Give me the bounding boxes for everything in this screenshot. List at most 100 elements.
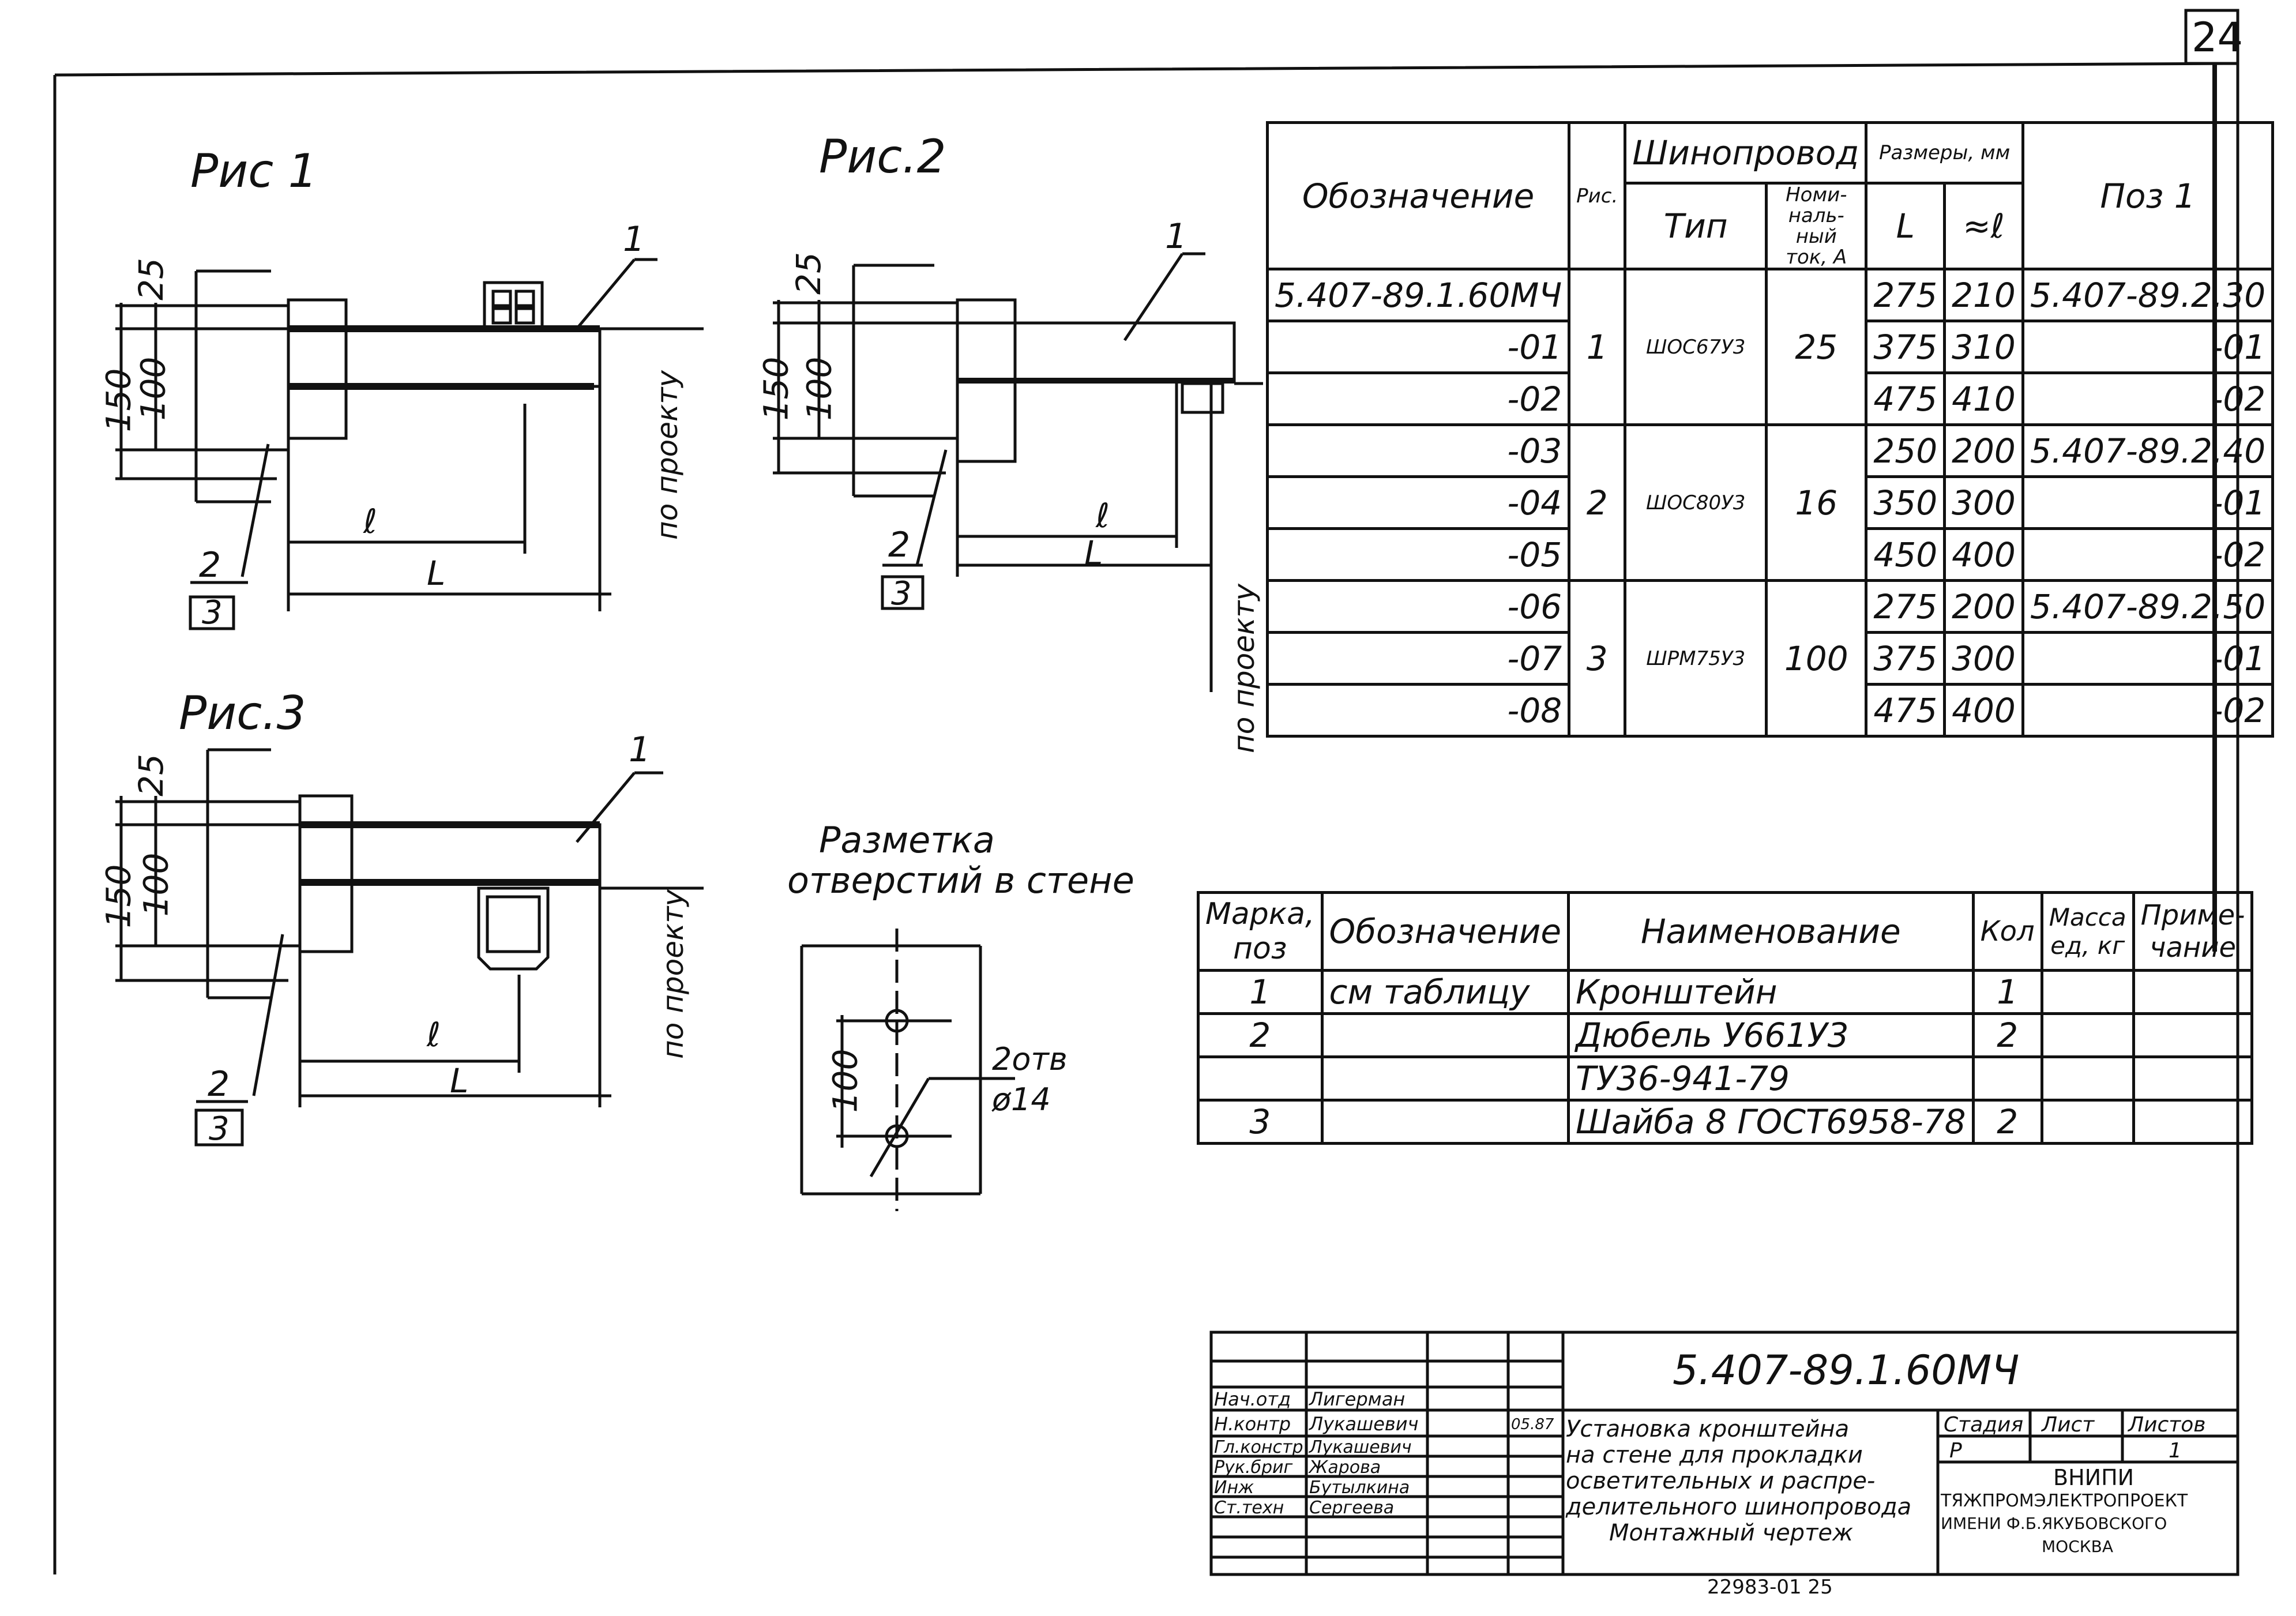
- marking-title-2: отверстий в стене: [787, 859, 1134, 901]
- fig2-callout-1: 1: [1165, 216, 1188, 257]
- stamp-name: Сергеева: [1309, 1498, 1395, 1518]
- stamp-sheets-label: Листов: [2128, 1413, 2206, 1437]
- spec-row-pos1: 5.407-89.2.30: [2021, 268, 2275, 322]
- parts-header-name: Наименование: [1567, 891, 1975, 972]
- spec-row-L: 250: [1865, 423, 1946, 478]
- parts-row-name: Дюбель У661У3: [1567, 1012, 1975, 1058]
- spec-row-designation: -02: [1265, 371, 1571, 426]
- stamp-archive-no: 22983-01 25: [1707, 1576, 1833, 1599]
- fig3-dim-l: ℓ: [427, 1015, 441, 1054]
- stamp-org-3: ИМЕНИ Ф.Б.ЯКУБОВСКОГО: [1941, 1514, 2167, 1533]
- fig1-drawing: [115, 258, 704, 630]
- fig2-dim-150: 150: [756, 356, 796, 421]
- fig3-drawing: [115, 748, 704, 1147]
- fig2-dim-l: ℓ: [1096, 496, 1110, 535]
- parts-row-designation: [1320, 1099, 1570, 1145]
- spec-row-L: 375: [1865, 631, 1946, 686]
- stamp-role: Нач.отд: [1214, 1388, 1291, 1410]
- spec-row-l: 300: [1943, 631, 2024, 686]
- stamp-org-4: МОСКВА: [2042, 1537, 2113, 1556]
- hole-marking-drawing: [800, 929, 1015, 1211]
- stamp-title-1: Установка кронштейна: [1566, 1416, 1850, 1442]
- spec-group-current: 100: [1765, 579, 1868, 738]
- spec-row-L: 275: [1865, 268, 1946, 322]
- spec-row-L: 475: [1865, 683, 1946, 738]
- stamp-date: 05.87: [1511, 1416, 1554, 1433]
- spec-group-fig: 3: [1568, 579, 1627, 738]
- parts-row-note: [2132, 1055, 2254, 1102]
- spec-row-L: 275: [1865, 579, 1946, 634]
- spec-group-fig: 2: [1568, 423, 1627, 582]
- spec-group-fig: 1: [1568, 268, 1627, 426]
- stamp-role: Рук.бриг: [1214, 1457, 1293, 1478]
- fig3-dim-100: 100: [136, 852, 176, 917]
- fig3-dim-25: 25: [131, 754, 171, 796]
- spec-row-designation: 5.407-89.1.60МЧ: [1265, 268, 1571, 322]
- fig3-callout-2: 2: [208, 1064, 230, 1104]
- spec-header-type: Тип: [1624, 182, 1768, 270]
- parts-row-name: Кронштейн: [1567, 969, 1975, 1015]
- spec-row-L: 375: [1865, 320, 1946, 374]
- stamp-name: Лигерман: [1309, 1388, 1406, 1410]
- fig1-callout-1: 1: [623, 219, 645, 260]
- spec-row-L: 450: [1865, 527, 1946, 582]
- parts-row-note: [2132, 1099, 2254, 1145]
- fig1-dim-L: L: [427, 554, 446, 593]
- holes-note-2: ø14: [992, 1081, 1051, 1118]
- stamp-title-5: Монтажный чертеж: [1609, 1520, 1854, 1546]
- spec-row-l: 400: [1943, 527, 2024, 582]
- sheet-number: 24: [2192, 14, 2244, 61]
- spec-header-fig: Рис.: [1568, 121, 1627, 270]
- fig2-title: Рис.2: [819, 130, 946, 183]
- parts-header-mark: Марка, поз: [1197, 891, 1324, 972]
- stamp-role: Гл.констр: [1214, 1437, 1303, 1457]
- parts-row-mass: [2040, 1012, 2135, 1058]
- parts-header-designation: Обозначение: [1320, 891, 1570, 972]
- spec-header-L: L: [1865, 182, 1946, 270]
- fig2-by-project: по проекту: [1227, 584, 1261, 753]
- spec-row-l: 210: [1943, 268, 2024, 322]
- spec-row-designation: -01: [1265, 320, 1571, 374]
- spec-row-pos1: 5.407-89.2.50: [2021, 579, 2275, 634]
- spec-row-l: 200: [1943, 423, 2024, 478]
- parts-table: Марка, поз Обозначение Наименование Кол …: [1197, 891, 2254, 1145]
- parts-row-qty: 2: [1971, 1099, 2043, 1145]
- fig2-drawing: [773, 252, 1263, 692]
- stamp-doc-code: 5.407-89.1.60МЧ: [1673, 1347, 2020, 1394]
- fig1-callout-3: 3: [202, 594, 223, 632]
- spec-row-l: 310: [1943, 320, 2024, 374]
- stamp-name: Бутылкина: [1309, 1478, 1410, 1498]
- parts-row-mark: 3: [1197, 1099, 1324, 1145]
- spec-header-l: ≈ℓ: [1943, 182, 2024, 270]
- spec-row-designation: -03: [1265, 423, 1571, 478]
- parts-row-mass: [2040, 969, 2135, 1015]
- parts-row-name: Шайба 8 ГОСТ6958-78: [1567, 1099, 1975, 1145]
- parts-row-qty: [1971, 1055, 2043, 1102]
- fig3-callout-3: 3: [209, 1110, 230, 1148]
- stamp-name: Жарова: [1309, 1457, 1381, 1478]
- stamp-sheet-label: Лист: [2042, 1413, 2095, 1437]
- spec-header-busway: Шинопровод: [1624, 121, 1868, 185]
- sheet-number-box: [2184, 9, 2239, 65]
- spec-group-current: 25: [1765, 268, 1868, 426]
- marking-title-1: Разметка: [819, 819, 995, 861]
- stamp-org-1: ВНИПИ: [2053, 1465, 2135, 1490]
- spec-row-pos1: -01: [2021, 631, 2275, 686]
- parts-row-note: [2132, 969, 2254, 1015]
- spec-row-l: 410: [1943, 371, 2024, 426]
- stamp-name: Лукашевич: [1309, 1437, 1412, 1457]
- spec-group-type: ШРМ75У3: [1624, 579, 1768, 738]
- parts-row-qty: 1: [1971, 969, 2043, 1015]
- spec-group-current: 16: [1765, 423, 1868, 582]
- fig3-by-project: по проекту: [656, 889, 690, 1059]
- spec-row-designation: -05: [1265, 527, 1571, 582]
- spec-row-designation: -04: [1265, 475, 1571, 530]
- spec-row-designation: -08: [1265, 683, 1571, 738]
- fig1-dim-l: ℓ: [363, 502, 377, 541]
- fig3-title: Рис.3: [179, 686, 306, 740]
- stamp-name: Лукашевич: [1309, 1413, 1419, 1435]
- stamp-stage: Р: [1949, 1439, 1962, 1463]
- spec-row-pos1: -01: [2021, 475, 2275, 530]
- parts-row-mass: [2040, 1099, 2135, 1145]
